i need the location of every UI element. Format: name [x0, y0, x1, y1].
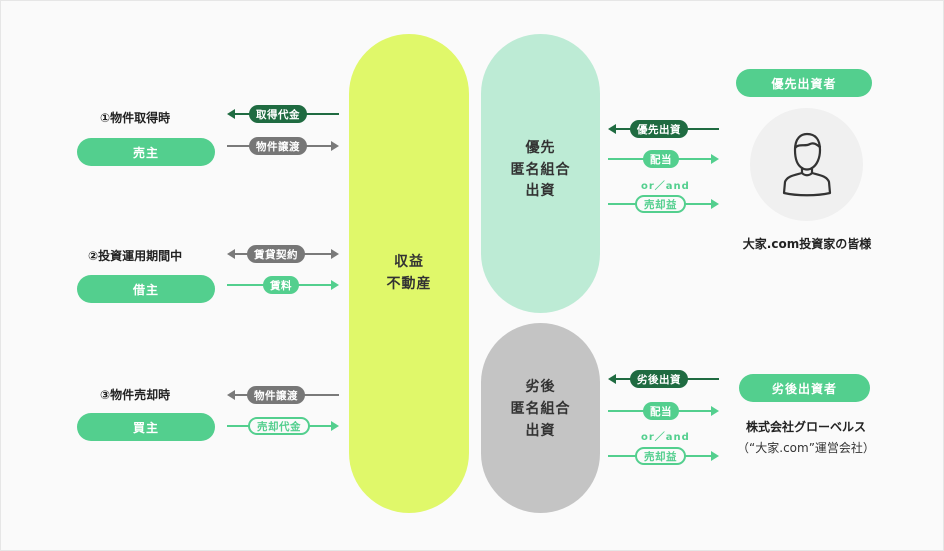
or-and-connector: or／and	[641, 432, 690, 443]
flow-label: 売却益	[635, 195, 686, 213]
flow-label: 優先出資	[630, 120, 688, 138]
flow-label: 配当	[643, 150, 679, 168]
flow-subordinate-investment: 劣後出資	[608, 370, 719, 388]
senior-investment-pill: 優先 匿名組合 出資	[481, 34, 600, 313]
flow-property-transfer: 物件譲渡	[227, 137, 339, 155]
flow-label: 売却益	[635, 447, 686, 465]
flow-label: 劣後出資	[630, 370, 688, 388]
flow-label: 取得代金	[249, 105, 307, 123]
pill-line: 収益	[394, 253, 424, 270]
flow-label: 賃料	[263, 276, 299, 294]
pill-line: 匿名組合	[510, 161, 571, 178]
pill-line: 優先	[525, 139, 556, 156]
pill-line: 匿名組合	[510, 401, 571, 418]
arrow-right-icon	[331, 280, 339, 290]
flow-subordinate-dividend: 配当	[608, 402, 719, 420]
stage-title-sale: ③物件売却時	[100, 388, 171, 402]
flow-label: 物件譲渡	[247, 386, 305, 404]
role-buyer: 買主	[77, 413, 215, 441]
arrow-left-icon	[608, 374, 616, 384]
senior-investor-name: 大家.com投資家の皆様	[742, 237, 872, 251]
arrow-left-icon	[608, 124, 616, 134]
flow-lease-contract: 賃貸契約	[227, 245, 339, 263]
person-icon	[782, 132, 831, 196]
arrow-right-icon	[331, 141, 339, 151]
stage-title-acquisition: ①物件取得時	[100, 111, 171, 125]
subordinate-investment-pill: 劣後 匿名組合 出資	[481, 323, 600, 513]
pill-line: 出資	[525, 183, 556, 200]
arrow-right-icon	[711, 199, 719, 209]
arrow-right-icon	[711, 451, 719, 461]
arrow-right-icon	[711, 406, 719, 416]
flow-senior-dividend: 配当	[608, 150, 719, 168]
arrow-left-icon	[227, 109, 235, 119]
stage-title-operation: ②投資運用期間中	[88, 249, 183, 263]
flow-senior-sale-profit: 売却益	[608, 195, 719, 213]
arrow-left-icon	[227, 249, 235, 259]
arrow-left-icon	[227, 390, 235, 400]
flow-property-transfer-sale: 物件譲渡	[227, 386, 339, 404]
subordinate-investor-name: 株式会社グローベルス	[745, 420, 866, 434]
arrow-right-icon	[331, 421, 339, 431]
investor-avatar	[750, 108, 863, 221]
or-and-connector: or／and	[641, 181, 690, 192]
flow-label: 売却代金	[248, 417, 310, 435]
income-property-pill: 収益 不動産	[349, 34, 469, 513]
flow-subordinate-sale-profit: 売却益	[608, 447, 719, 465]
pill-line: 出資	[525, 422, 556, 439]
arrow-right-icon	[331, 249, 339, 259]
arrow-right-icon	[711, 154, 719, 164]
flow-label: 配当	[643, 402, 679, 420]
subordinate-investor-badge: 劣後出資者	[739, 374, 870, 402]
senior-investor-badge: 優先出資者	[736, 69, 872, 97]
flow-senior-investment: 優先出資	[608, 120, 719, 138]
pill-line: 不動産	[386, 275, 432, 292]
flow-rent: 賃料	[227, 276, 339, 294]
flow-label: 物件譲渡	[249, 137, 307, 155]
subordinate-investor-note: （“大家.com”運営会社）	[737, 441, 875, 455]
role-tenant: 借主	[77, 275, 215, 303]
role-seller: 売主	[77, 138, 215, 166]
pill-line: 劣後	[525, 379, 556, 396]
flow-acquisition-price: 取得代金	[227, 105, 339, 123]
flow-sale-price: 売却代金	[227, 417, 339, 435]
flow-label: 賃貸契約	[247, 245, 305, 263]
